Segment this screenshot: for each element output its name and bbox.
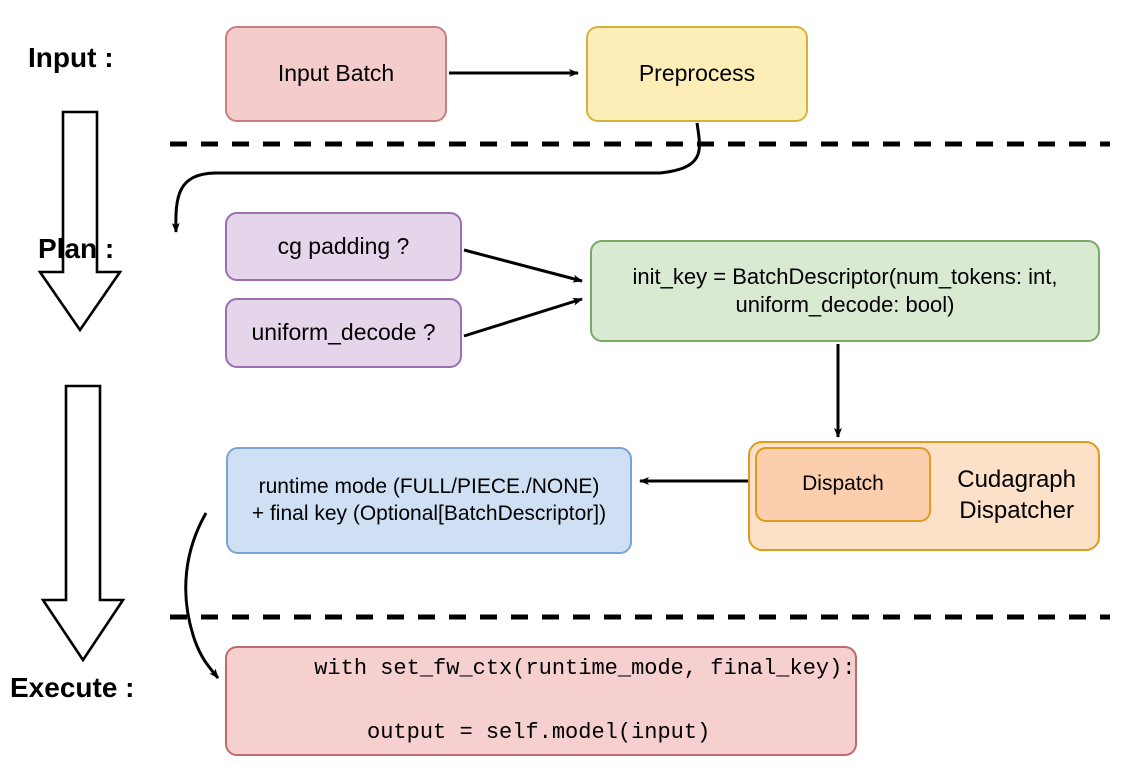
- node-dispatch-label: Dispatch: [802, 472, 884, 496]
- node-init-key[interactable]: init_key = BatchDescriptor(num_tokens: i…: [590, 240, 1100, 342]
- node-uniform-decode-label: uniform_decode ?: [251, 319, 436, 346]
- node-runtime-mode-line2: + final key (Optional[BatchDescriptor]): [251, 501, 607, 525]
- input-to-plan-arrow: [37, 110, 123, 333]
- stage-label-execute: Execute :: [10, 672, 135, 703]
- node-execute-code-line1: with set_fw_ctx(runtime_mode, final_key)…: [314, 656, 856, 682]
- node-runtime-mode-line1: runtime mode (FULL/PIECE./NONE): [258, 474, 600, 498]
- node-dispatch[interactable]: Dispatch: [755, 447, 931, 522]
- node-preprocess[interactable]: Preprocess: [586, 26, 808, 122]
- node-init-key-line1: init_key = BatchDescriptor(num_tokens: i…: [632, 263, 1058, 289]
- node-init-key-line2: uniform_decode: bool): [735, 292, 955, 317]
- node-preprocess-label: Preprocess: [638, 60, 756, 87]
- node-execute-code-line2: output = self.model(input): [314, 719, 711, 745]
- node-runtime-mode[interactable]: runtime mode (FULL/PIECE./NONE) + final …: [226, 447, 632, 554]
- node-cg-padding-label: cg padding ?: [277, 232, 410, 259]
- node-cudagraph-dispatcher-line2: Dispatcher: [959, 497, 1074, 524]
- node-input-batch-label: Input Batch: [277, 60, 395, 87]
- stage-label-input: Input :: [28, 42, 114, 73]
- node-execute-code[interactable]: with set_fw_ctx(runtime_mode, final_key)…: [225, 646, 857, 756]
- node-cudagraph-dispatcher-line1: Cudagraph: [957, 466, 1076, 494]
- edge-runtime-mode-to-execute-code: [184, 512, 220, 679]
- node-input-batch[interactable]: Input Batch: [225, 26, 447, 122]
- plan-to-execute-arrow: [40, 384, 126, 663]
- node-cg-padding[interactable]: cg padding ?: [225, 212, 462, 281]
- edge-cg-padding-to-init-key: [463, 248, 583, 283]
- stage-label-plan: Plan :: [38, 233, 115, 264]
- node-uniform-decode[interactable]: uniform_decode ?: [225, 298, 462, 368]
- edge-uniform-decode-to-init-key: [463, 297, 583, 338]
